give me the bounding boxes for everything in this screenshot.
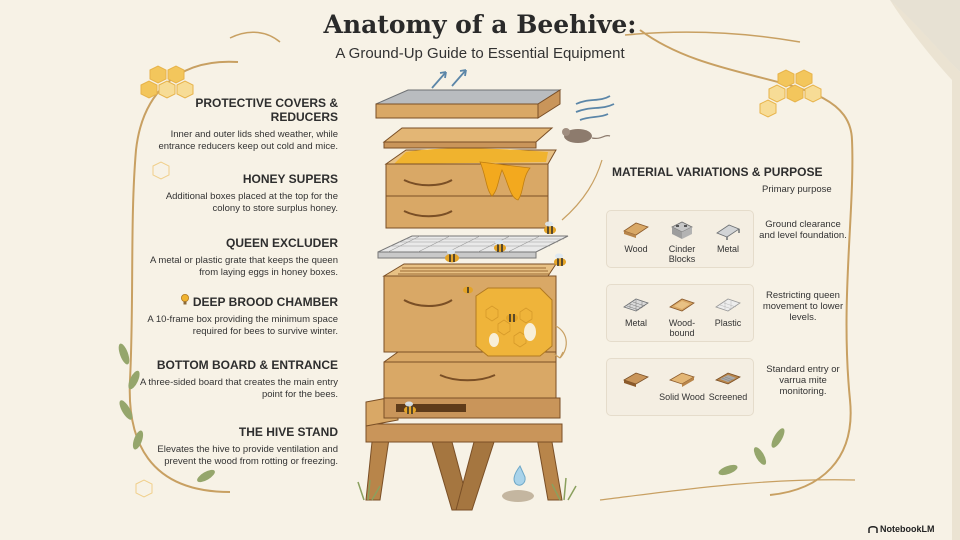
label-title: BOTTOM BOARD & ENTRANCE	[156, 358, 338, 372]
honeycomb-cluster-left	[140, 65, 194, 99]
label-desc: A metal or plastic grate that keeps the …	[149, 255, 338, 278]
material-solid-wood: Solid Wood	[659, 367, 705, 402]
label-title: HONEY SUPERS	[242, 172, 338, 186]
leaf-group-right	[718, 428, 785, 476]
title-swirl-left	[229, 31, 281, 43]
label-title: THE HIVE STAND	[238, 425, 338, 439]
label-title: PROTECTIVE COVERS & REDUCERS	[195, 96, 338, 124]
metal-grate-icon	[623, 298, 649, 312]
materials-row-excluder: Metal Wood-bound Plastic	[606, 284, 754, 342]
material-board	[613, 367, 659, 392]
label-deep-brood-chamber: DEEP BROOD CHAMBER A 10-frame box provid…	[138, 294, 338, 338]
outer-cover	[375, 89, 562, 119]
label-desc: Additional boxes placed at the top for t…	[165, 191, 338, 214]
purpose-text: Ground clearance and level foundation.	[759, 219, 847, 241]
page-corner-fold	[890, 0, 960, 72]
material-label: Cinder Blocks	[668, 244, 696, 264]
board-icon	[623, 372, 649, 387]
weather-arrows	[431, 69, 615, 121]
page-curl-shadow	[890, 0, 960, 540]
queen-excluder	[377, 235, 569, 259]
grass-tufts	[357, 477, 577, 501]
material-label: Wood-bound	[668, 318, 696, 338]
mouse-icon	[562, 128, 611, 143]
honey-super	[384, 148, 557, 229]
label-title-row: DEEP BROOD CHAMBER	[138, 294, 338, 309]
material-label: Screened	[708, 392, 748, 402]
bee-group	[404, 221, 566, 414]
brand-watermark: NotebookLM	[868, 524, 935, 534]
leaf-group-left	[118, 343, 215, 483]
honeycomb-cluster-right	[759, 69, 822, 118]
materials-row-stand: Wood Cinder Blocks Metal	[606, 210, 754, 268]
material-label: Metal	[624, 318, 647, 328]
bottom-board	[365, 395, 561, 427]
material-label: Solid Wood	[659, 392, 705, 402]
plastic-grate-icon	[715, 298, 741, 312]
inner-cover	[382, 127, 554, 149]
lightbulb-icon	[180, 294, 189, 305]
label-desc: Elevates the hive to provide ventilation…	[157, 444, 338, 467]
label-desc: Inner and outer lids shed weather, while…	[158, 129, 338, 152]
label-desc: A three-sided board that creates the mai…	[139, 377, 338, 400]
material-wood-bound: Wood-bound	[659, 293, 705, 338]
materials-title: MATERIAL VARIATIONS & PURPOSE	[612, 165, 823, 179]
material-screened: Screened	[705, 367, 751, 402]
hive-stand	[365, 423, 563, 511]
material-plastic: Plastic	[705, 293, 751, 328]
deep-brood-chamber	[382, 263, 557, 357]
label-honey-supers: HONEY SUPERS Additional boxes placed at …	[138, 172, 338, 215]
material-label: Metal	[716, 244, 739, 254]
right-vine	[639, 29, 854, 496]
honeycomb-cluster-lower	[135, 161, 170, 498]
page-subtitle: A Ground-Up Guide to Essential Equipment	[335, 45, 625, 62]
wood-plank-icon	[623, 222, 649, 238]
flow-arrows	[553, 159, 603, 359]
notebooklm-logo-icon	[868, 526, 878, 533]
material-metal: Metal	[705, 219, 751, 254]
purpose-text: Standard entry or varrua mite monitoring…	[766, 364, 840, 397]
purpose-text: Restricting queen movement to lower leve…	[762, 290, 844, 323]
label-title: QUEEN EXCLUDER	[225, 236, 338, 250]
label-bottom-board: BOTTOM BOARD & ENTRANCE A three-sided bo…	[138, 358, 338, 401]
solid-wood-board-icon	[669, 372, 695, 387]
label-hive-stand: THE HIVE STAND Elevates the hive to prov…	[138, 425, 338, 468]
bottom-vine	[599, 479, 856, 501]
label-queen-excluder: QUEEN EXCLUDER A metal or plastic grate …	[138, 236, 338, 279]
purpose-header: Primary purpose	[762, 184, 832, 195]
label-title: DEEP BROOD CHAMBER	[192, 295, 338, 309]
cinder-block-icon	[671, 221, 693, 239]
wood-bound-grate-icon	[669, 298, 695, 312]
screened-board-icon	[715, 372, 741, 385]
title-swirl-right	[624, 31, 801, 43]
metal-frame-icon	[716, 224, 740, 240]
material-wood: Wood	[613, 219, 659, 254]
label-desc: A 10-frame box providing the minimum spa…	[147, 314, 338, 337]
brand-text: NotebookLM	[880, 524, 935, 534]
material-label: Plastic	[714, 318, 742, 328]
material-label: Wood	[624, 244, 648, 254]
material-metal-grate: Metal	[613, 293, 659, 328]
page-title: Anatomy of a Beehive:	[323, 10, 637, 39]
label-protective-covers: PROTECTIVE COVERS & REDUCERS Inner and o…	[138, 96, 338, 153]
materials-row-bottom-board: Solid Wood Screened	[606, 358, 754, 416]
material-cinder-blocks: Cinder Blocks	[659, 219, 705, 264]
lower-deep-box	[383, 351, 557, 399]
